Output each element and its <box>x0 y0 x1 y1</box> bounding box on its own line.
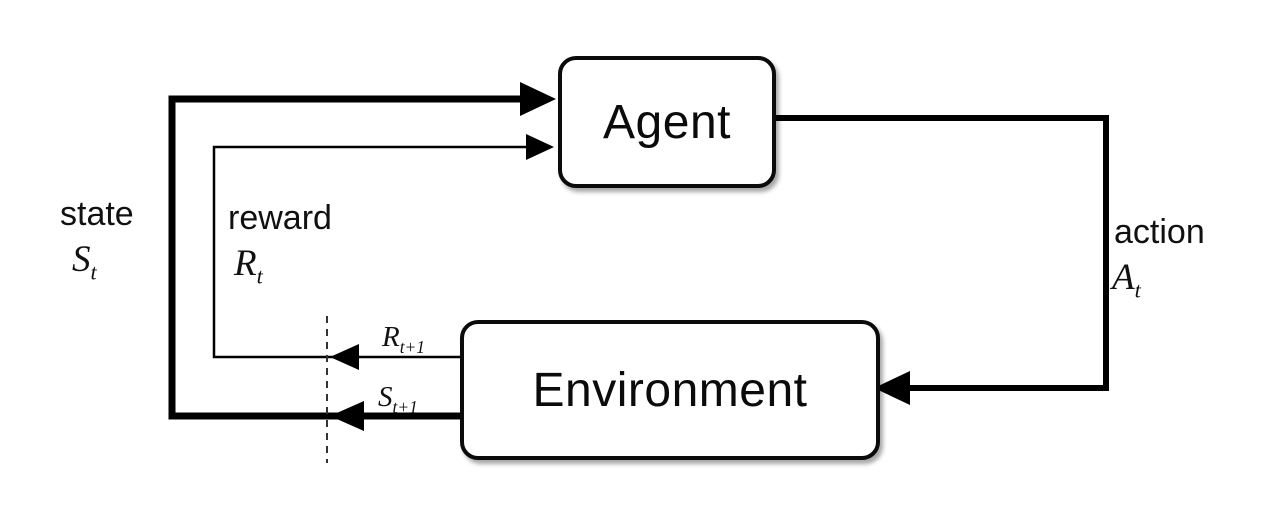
state-word-label: state <box>60 195 134 233</box>
state-arrow-path <box>168 95 532 420</box>
next-reward-symbol: Rt+1 <box>382 321 425 357</box>
next-state-symbol: St+1 <box>378 381 418 417</box>
next-state-symbol-sub: t+1 <box>392 396 418 417</box>
reward-symbol-base: R <box>234 243 257 284</box>
environment-node: Environment <box>460 320 880 460</box>
action-word-label: action <box>1114 213 1205 251</box>
next-reward-symbol-sub: t+1 <box>399 336 425 357</box>
reward-symbol: Rt <box>234 243 263 289</box>
agent-node: Agent <box>558 56 776 188</box>
action-symbol-base: A <box>1112 257 1135 298</box>
action-symbol: At <box>1112 257 1141 303</box>
next-reward-arrowhead-icon <box>330 344 359 370</box>
state-symbol-base: S <box>72 239 91 280</box>
action-arrowhead-icon <box>874 371 910 405</box>
action-symbol-sub: t <box>1134 277 1141 303</box>
next-state-symbol-base: S <box>378 381 393 413</box>
next-reward-symbol-base: R <box>382 321 400 353</box>
reward-arrowhead-icon <box>526 134 554 160</box>
environment-label: Environment <box>532 363 808 417</box>
state-symbol: St <box>72 239 97 285</box>
state-symbol-sub: t <box>90 259 97 285</box>
action-arrow-path <box>768 115 1109 391</box>
reward-word-label: reward <box>228 199 332 237</box>
agent-label: Agent <box>603 95 731 149</box>
state-arrowhead-icon <box>520 82 556 116</box>
reward-symbol-sub: t <box>256 263 263 289</box>
next-state-arrowhead-icon <box>330 401 364 431</box>
